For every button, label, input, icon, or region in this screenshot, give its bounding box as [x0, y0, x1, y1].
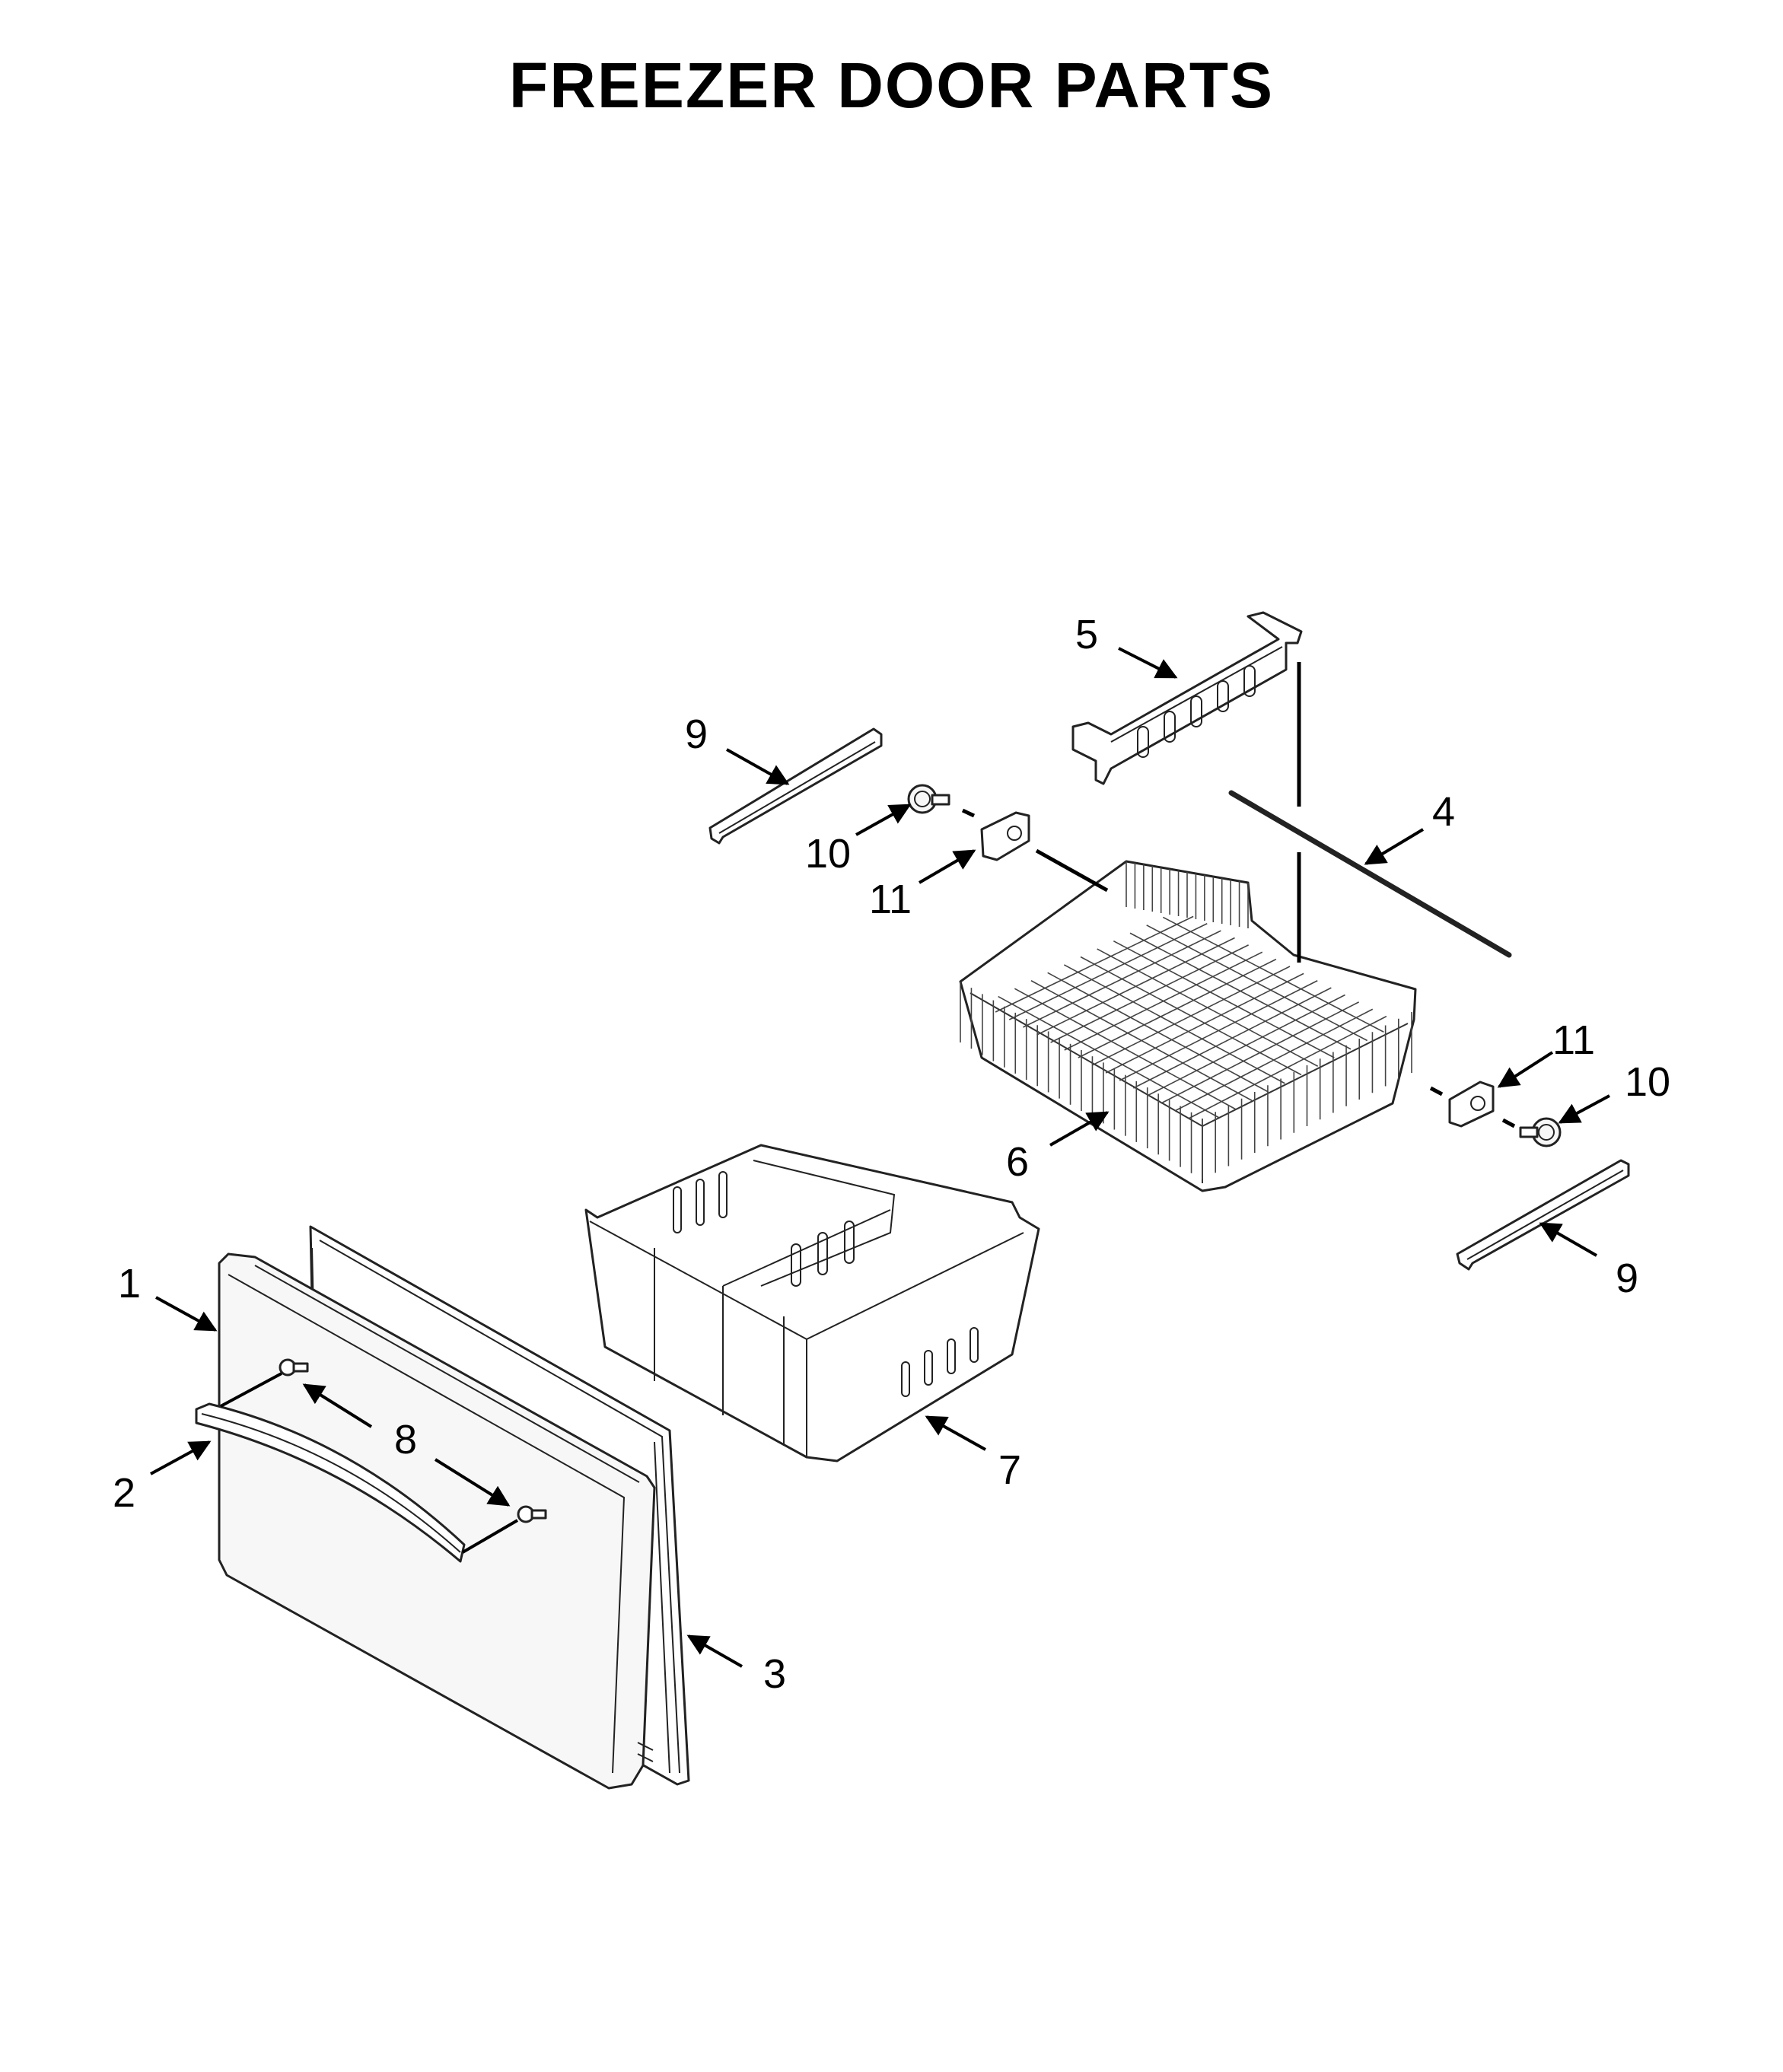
- leader-8-upper: [302, 1383, 373, 1428]
- basket-wire: [1146, 925, 1368, 1042]
- callout-1: 1: [118, 1261, 141, 1307]
- bracket-gear-line-right: [1501, 1118, 1516, 1128]
- basket-bracket-line-right: [1429, 1086, 1444, 1096]
- callout-8: 8: [394, 1417, 417, 1462]
- leader-10-right: [1558, 1094, 1610, 1124]
- callout-11-right: 11: [1552, 1017, 1595, 1063]
- leader-11-left: [918, 849, 976, 884]
- basket-wire: [1014, 988, 1236, 1110]
- basket-rod: [1228, 790, 1512, 958]
- callout-7: 7: [998, 1447, 1021, 1493]
- callout-5: 5: [1075, 612, 1098, 657]
- callout-10-left: 10: [805, 831, 851, 877]
- screw-alignment-line-upper: [220, 1372, 282, 1408]
- basket-slots: [673, 1171, 979, 1397]
- basket-divider: [1071, 611, 1303, 785]
- screw-alignment-line-lower: [461, 1519, 519, 1554]
- lower-freezer-basket: [584, 1144, 1040, 1462]
- callout-3: 3: [763, 1651, 786, 1697]
- callout-6: 6: [1006, 1139, 1029, 1185]
- basket-wire: [998, 995, 1220, 1119]
- leader-1: [155, 1296, 218, 1332]
- basket-wire: [1162, 916, 1384, 1033]
- handle-screw-lower: [517, 1505, 547, 1523]
- gear-bracket-line-left: [961, 808, 976, 818]
- leader-10-left: [855, 804, 912, 836]
- callout-9-right: 9: [1616, 1256, 1638, 1301]
- callout-9-left: 9: [685, 711, 708, 757]
- basket-wire: [1129, 932, 1352, 1050]
- leader-8-lower: [434, 1458, 511, 1507]
- basket-wire: [1097, 948, 1319, 1067]
- door-handle: [195, 1402, 466, 1563]
- slide-rail-right: [1456, 1159, 1630, 1271]
- basket-wire: [1113, 940, 1335, 1058]
- leader-7: [925, 1415, 986, 1451]
- callout-10-right: 10: [1625, 1059, 1670, 1105]
- upper-wire-basket: [959, 860, 1417, 1192]
- callout-11-left: 11: [869, 877, 912, 922]
- leader-4: [1364, 828, 1425, 865]
- callout-2: 2: [113, 1470, 135, 1516]
- roller-gear-right: [1519, 1117, 1562, 1147]
- basket-wire: [1063, 964, 1285, 1084]
- basket-wire: [1047, 972, 1269, 1093]
- leader-9-right: [1539, 1222, 1597, 1257]
- leader-11-right: [1497, 1051, 1554, 1088]
- roller-gear-left: [907, 784, 950, 814]
- leader-5: [1118, 647, 1178, 679]
- bracket-left: [980, 811, 1030, 861]
- bracket-basket-line-left: [1035, 848, 1109, 893]
- leader-2: [150, 1440, 212, 1475]
- divider-slots: [1137, 665, 1256, 758]
- slide-rail-left: [708, 727, 883, 845]
- diagram-title: FREEZER DOOR PARTS: [508, 49, 1275, 121]
- leader-3: [686, 1634, 743, 1668]
- handle-screw-upper: [279, 1358, 309, 1377]
- bracket-right: [1448, 1081, 1495, 1128]
- leader-9-left: [726, 748, 790, 785]
- basket-wire-grid: [960, 861, 1412, 1179]
- basket-wire: [1030, 980, 1253, 1101]
- basket-wire: [1080, 956, 1302, 1076]
- leader-6: [1049, 1111, 1110, 1147]
- callout-4: 4: [1432, 789, 1455, 835]
